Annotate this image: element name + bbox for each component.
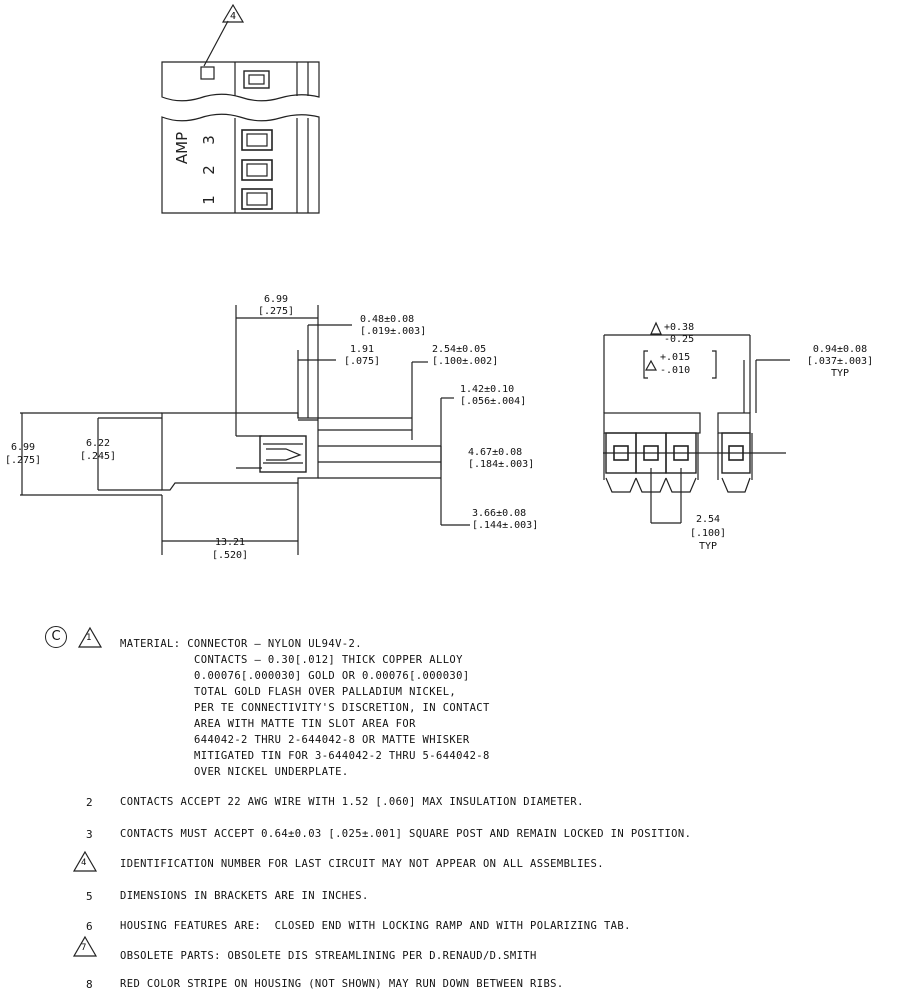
note-marker: 6: [86, 920, 93, 933]
note-1-line: AREA WITH MATTE TIN SLOT AREA FOR: [194, 718, 416, 730]
contact-window: [243, 70, 270, 89]
note-7: OBSOLETE PARTS: OBSOLETE DIS STREAMLININ…: [120, 950, 537, 962]
top-strip: [161, 61, 320, 102]
note-marker: 1: [86, 633, 92, 643]
dim-value: 6.99: [264, 294, 288, 305]
dim-value: [.184±.003]: [468, 459, 534, 470]
housing-block: [161, 113, 320, 214]
dim-value: 13.21: [215, 537, 245, 548]
tol-value: +.015: [660, 352, 690, 363]
note-triangle: [72, 935, 98, 957]
id-mark: [200, 66, 215, 80]
dim-value: [.019±.003]: [360, 326, 426, 337]
dim-value: 0.48±0.08: [360, 314, 414, 325]
dim-value: 6.99: [11, 442, 35, 453]
flag-leader: [203, 20, 229, 67]
pin-window: [241, 188, 273, 210]
flag-triangle-4: [221, 3, 245, 23]
dim-value: [.245]: [80, 451, 116, 462]
note-1-line: 644042-2 THRU 2-644042-8 OR MATTE WHISKE…: [194, 734, 470, 746]
dim-value: 1.42±0.10: [460, 384, 514, 395]
dim-value: 3.66±0.08: [472, 508, 526, 519]
note-2: CONTACTS ACCEPT 22 AWG WIRE WITH 1.52 [.…: [120, 796, 584, 808]
pin-window: [241, 129, 273, 151]
dim-value: [.520]: [212, 550, 248, 561]
dim-value: 0.94±0.08: [813, 344, 867, 355]
note-triangle: [72, 850, 98, 872]
note-marker: 7: [81, 943, 87, 953]
note-marker: 5: [86, 890, 93, 903]
note-1-line: PER TE CONNECTIVITY'S DISCRETION, IN CON…: [194, 702, 490, 714]
dim-value: 1.91: [350, 344, 374, 355]
revision-circle: C: [45, 626, 67, 648]
note-marker: 4: [81, 858, 87, 868]
dim-value: [.275]: [258, 306, 294, 317]
dim-value: 6.22: [86, 438, 110, 449]
note-1-line: MITIGATED TIN FOR 3-644042-2 THRU 5-6440…: [194, 750, 490, 762]
pin-number: 3: [200, 135, 218, 145]
dim-value: TYP: [699, 541, 717, 552]
dim-value: [.275]: [5, 455, 41, 466]
dim-value: 2.54±0.05: [432, 344, 486, 355]
dim-value: [.100]: [690, 528, 726, 539]
note-8: RED COLOR STRIPE ON HOUSING (NOT SHOWN) …: [120, 978, 564, 990]
dim-value: [.144±.003]: [472, 520, 538, 531]
note-1-line: MATERIAL: CONNECTOR — NYLON UL94V-2.: [120, 638, 362, 650]
note-4: IDENTIFICATION NUMBER FOR LAST CIRCUIT M…: [120, 858, 604, 870]
dim-value: [.056±.004]: [460, 396, 526, 407]
flag-number: 4: [230, 11, 236, 22]
top-view: 4 AMP 1 2 3: [161, 3, 320, 214]
tol-value: -.010: [660, 365, 690, 376]
end-cavity: [717, 432, 753, 493]
dim-value: 2.54: [696, 514, 720, 525]
note-5: DIMENSIONS IN BRACKETS ARE IN INCHES.: [120, 890, 369, 902]
tol-value: +0.38: [664, 322, 694, 333]
end-view: +0.38 -0.25 +.015 -.010 0.94±0.08 [.037±…: [603, 321, 873, 552]
note-1-line: TOTAL GOLD FLASH OVER PALLADIUM NICKEL,: [194, 686, 457, 698]
pin-number: 1: [200, 195, 218, 205]
side-view: 6.99 [.275] 0.48±0.08 [.019±.003] 1.91 […: [5, 294, 538, 561]
dim-value: TYP: [831, 368, 849, 379]
note-marker: 2: [86, 796, 93, 809]
note-marker: 3: [86, 828, 93, 841]
note-1-line: OVER NICKEL UNDERPLATE.: [194, 766, 349, 778]
dim-value: [.100±.002]: [432, 356, 498, 367]
note-6: HOUSING FEATURES ARE: CLOSED END WITH LO…: [120, 920, 631, 932]
contact-section: [259, 435, 307, 473]
note-3: CONTACTS MUST ACCEPT 0.64±0.03 [.025±.00…: [120, 828, 692, 840]
dim-value: [.037±.003]: [807, 356, 873, 367]
note-marker: 8: [86, 978, 93, 991]
tol-value: -0.25: [664, 334, 694, 345]
dim-value: 4.67±0.08: [468, 447, 522, 458]
dim-value: [.075]: [344, 356, 380, 367]
pin-number: 2: [200, 165, 218, 175]
note-triangle: [77, 626, 103, 648]
note-1-line: CONTACTS — 0.30[.012] THICK COPPER ALLOY: [194, 654, 463, 666]
pin-window: [241, 159, 273, 181]
housing-text: AMP: [173, 132, 191, 164]
note-1-line: 0.00076[.000030] GOLD OR 0.00076[.000030…: [194, 670, 470, 682]
